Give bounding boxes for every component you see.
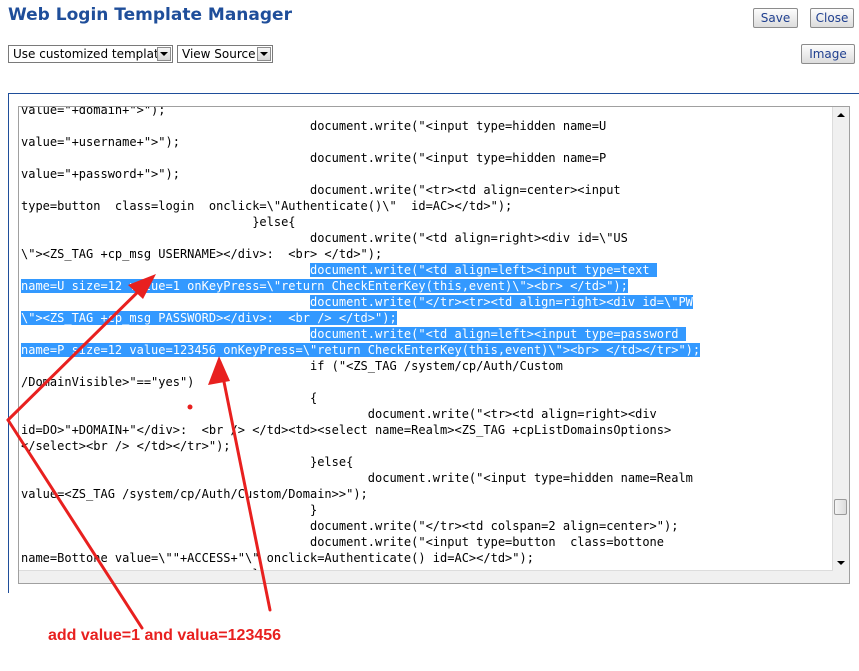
code-line[interactable]: value=<ZS_TAG /system/cp/Auth/Custom/Dom… xyxy=(21,486,831,502)
selected-code-text: document.write("<td align=left><input ty… xyxy=(309,327,686,341)
vertical-scrollbar[interactable] xyxy=(832,107,849,583)
code-line[interactable]: value="+domain+">"); xyxy=(21,106,831,118)
code-line[interactable]: document.write("<input type=button class… xyxy=(21,534,831,550)
code-line[interactable]: /DomainVisible>"=="yes") xyxy=(21,374,831,390)
code-line[interactable]: }else{ xyxy=(21,454,831,470)
code-line[interactable]: </select><br /> </td></tr>"); xyxy=(21,438,831,454)
code-line[interactable]: document.write("<input type=hidden name=… xyxy=(21,470,831,486)
view-mode-select[interactable]: View Source xyxy=(177,45,273,63)
code-line[interactable]: name=U size=12 value=1 onKeyPress=\"retu… xyxy=(21,278,831,294)
code-text: document.write("<input type=hidden name=… xyxy=(21,119,607,133)
code-line[interactable]: document.write("<input type=hidden name=… xyxy=(21,150,831,166)
code-line[interactable]: document.write("<tr><td align=center><in… xyxy=(21,182,831,198)
chevron-down-icon[interactable] xyxy=(157,47,171,61)
code-text: </select><br /> </td></tr>"); xyxy=(21,439,231,453)
code-line[interactable]: type=button class=login onclick=\"Authen… xyxy=(21,198,831,214)
code-text: value=<ZS_TAG /system/cp/Auth/Custom/Dom… xyxy=(21,487,368,501)
code-line[interactable]: document.write("</tr><td colspan=2 align… xyxy=(21,518,831,534)
scroll-down-icon[interactable] xyxy=(833,555,849,571)
code-line[interactable]: document.write("</tr><tr><td align=right… xyxy=(21,294,831,310)
code-text: { xyxy=(21,391,318,405)
save-button[interactable]: Save xyxy=(753,8,798,28)
source-editor[interactable]: value="+domain+">"); document.write("<in… xyxy=(18,106,850,584)
close-button[interactable]: Close xyxy=(810,8,854,28)
horizontal-scrollbar[interactable] xyxy=(19,570,833,583)
chevron-down-icon[interactable] xyxy=(257,47,271,61)
code-line[interactable]: }else{ xyxy=(21,214,831,230)
code-text xyxy=(21,327,310,341)
image-button[interactable]: Image xyxy=(801,44,855,64)
code-line[interactable]: if ("<ZS_TAG /system/cp/Auth/Custom xyxy=(21,358,831,374)
code-line[interactable]: document.write("<tr><td align=right><div xyxy=(21,406,831,422)
scroll-thumb[interactable] xyxy=(834,499,847,515)
selected-code-text: \"><ZS_TAG +cp_msg PASSWORD></div>: <br … xyxy=(21,311,397,325)
code-line[interactable]: id=DO>"+DOMAIN+"</div>: <br /> </td><td>… xyxy=(21,422,831,438)
code-line[interactable]: document.write("<td align=right><div id=… xyxy=(21,230,831,246)
code-text: type=button class=login onclick=\"Authen… xyxy=(21,199,513,213)
code-line[interactable]: value="+password+">"); xyxy=(21,166,831,182)
code-line[interactable]: document.write("<td align=left><input ty… xyxy=(21,326,831,342)
panel-border xyxy=(8,93,9,593)
code-line[interactable]: name=P size=12 value=123456 onKeyPress=\… xyxy=(21,342,831,358)
code-text: value="+username+">"); xyxy=(21,135,180,149)
code-text xyxy=(21,295,310,309)
page-title: Web Login Template Manager xyxy=(8,5,292,25)
code-text: name=Bottone value=\""+ACCESS+"\" onclic… xyxy=(21,551,534,565)
code-text: document.write("<input type=button class… xyxy=(21,535,664,549)
code-text: document.write("<tr><td align=center><in… xyxy=(21,183,621,197)
view-mode-value: View Source xyxy=(182,47,256,61)
code-line[interactable]: name=Bottone value=\""+ACCESS+"\" onclic… xyxy=(21,550,831,566)
code-text: document.write("<tr><td align=right><div xyxy=(21,407,657,421)
selected-code-text: name=P size=12 value=123456 onKeyPress=\… xyxy=(21,343,701,357)
code-line[interactable]: } xyxy=(21,502,831,518)
annotation-text: add value=1 and valua=123456 xyxy=(48,627,282,644)
selected-code-text: document.write("<td align=left><input ty… xyxy=(309,263,657,277)
code-text xyxy=(21,263,310,277)
scroll-up-icon[interactable] xyxy=(833,107,849,123)
template-mode-select[interactable]: Use customized template xyxy=(8,45,173,63)
code-text: }else{ xyxy=(21,215,296,229)
code-text: } xyxy=(21,503,318,517)
code-line[interactable]: document.write("<td align=left><input ty… xyxy=(21,262,831,278)
code-line[interactable]: \"><ZS_TAG +cp_msg PASSWORD></div>: <br … xyxy=(21,310,831,326)
code-line[interactable]: value="+username+">"); xyxy=(21,134,831,150)
code-text: document.write("<td align=right><div id=… xyxy=(21,231,628,245)
source-code[interactable]: value="+domain+">"); document.write("<in… xyxy=(21,106,831,582)
code-line[interactable]: \"><ZS_TAG +cp_msg USERNAME></div>: <br>… xyxy=(21,246,831,262)
template-mode-value: Use customized template xyxy=(13,47,167,61)
code-line[interactable]: document.write("<input type=hidden name=… xyxy=(21,118,831,134)
code-text: id=DO>"+DOMAIN+"</div>: <br /> </td><td>… xyxy=(21,423,672,437)
panel-border xyxy=(8,93,859,94)
selected-code-text: document.write("</tr><tr><td align=right… xyxy=(309,295,693,309)
code-text: /DomainVisible>"=="yes") xyxy=(21,375,195,389)
code-text: }else{ xyxy=(21,455,354,469)
code-text: document.write("</tr><td colspan=2 align… xyxy=(21,519,679,533)
code-text: value="+domain+">"); xyxy=(21,106,166,117)
code-line[interactable]: { xyxy=(21,390,831,406)
code-text: value="+password+">"); xyxy=(21,167,180,181)
code-text: \"><ZS_TAG +cp_msg USERNAME></div>: <br>… xyxy=(21,247,383,261)
code-text: document.write("<input type=hidden name=… xyxy=(21,151,607,165)
code-text: document.write("<input type=hidden name=… xyxy=(21,471,693,485)
code-text: if ("<ZS_TAG /system/cp/Auth/Custom xyxy=(21,359,563,373)
selected-code-text: name=U size=12 value=1 onKeyPress=\"retu… xyxy=(21,279,628,293)
